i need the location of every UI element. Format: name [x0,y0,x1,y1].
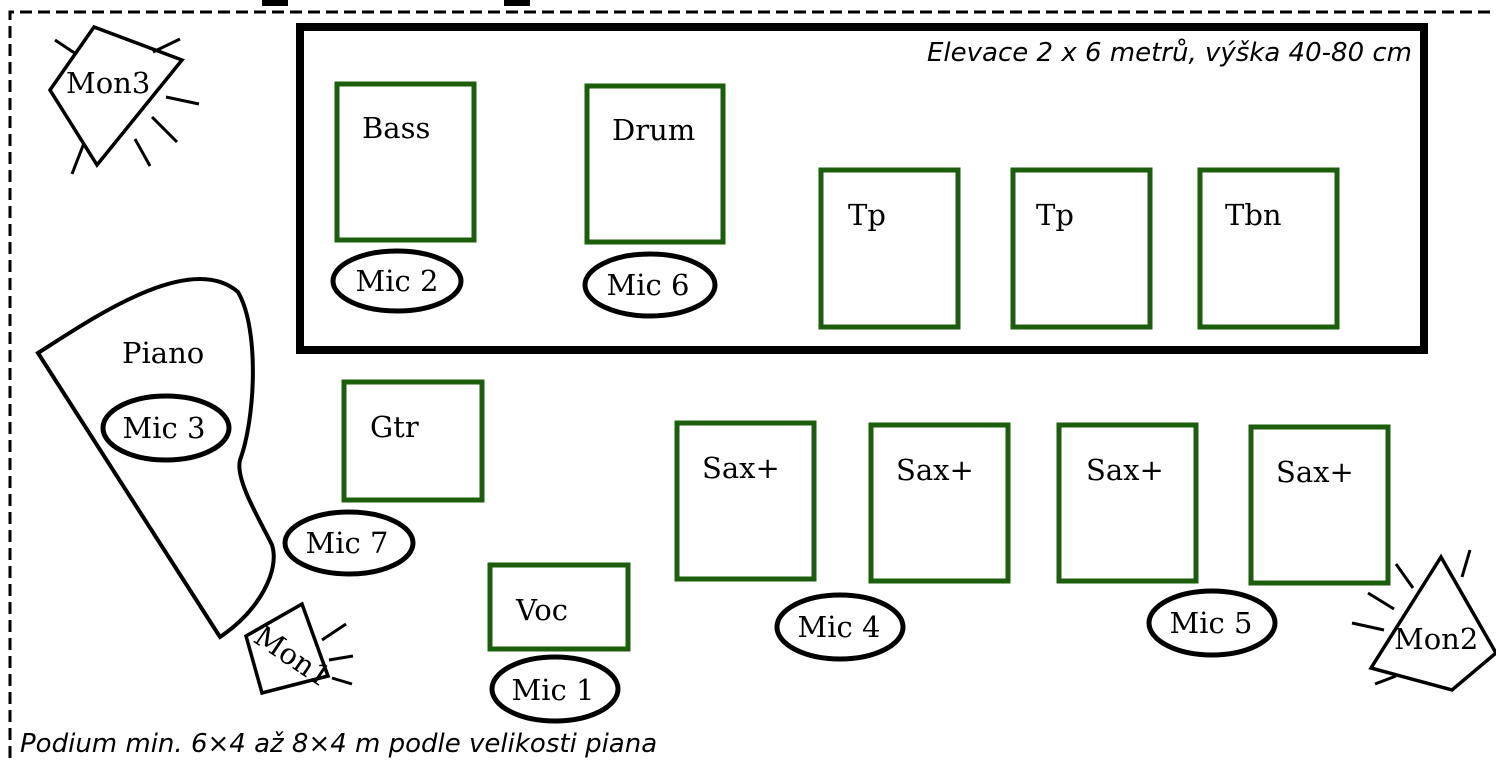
mic-3-label: Mic 3 [123,411,206,445]
mic-4-label: Mic 4 [798,610,881,644]
mic-1 [489,654,621,724]
trumpet-2-position [1010,167,1153,330]
mic-1-label: Mic 1 [512,673,595,707]
mic-7 [282,509,416,577]
drum-position [584,83,726,245]
drum-label: Drum [612,113,695,147]
sax-1-position [674,420,817,582]
trumpet-2-label: Tp [1036,198,1074,232]
sax-3-label: Sax+ [1086,453,1164,487]
sax-4-position [1248,424,1391,586]
mic-5 [1146,588,1278,658]
bass-position [334,81,477,243]
bass-label: Bass [362,111,430,145]
mic-3 [100,393,232,463]
riser-caption: Elevace 2 x 6 metrů, výška 40-80 cm [927,37,1412,68]
monitor-2-label: Mon2 [1394,622,1478,656]
stage-border [8,10,1494,758]
trombone-position [1197,167,1340,330]
guitar-label: Gtr [370,410,419,444]
mic-5-label: Mic 5 [1170,606,1253,640]
top-fragment-right [504,0,530,6]
monitor-2: Mon2 [1351,549,1496,692]
sax-1-label: Sax+ [702,451,780,485]
trumpet-1-position [818,167,961,330]
sax-4-label: Sax+ [1276,455,1354,489]
stage-caption: Podium min. 6×4 až 8×4 m podle velikosti… [20,729,657,759]
sax-2-position [868,422,1011,584]
trumpet-1-label: Tp [848,198,886,232]
top-fragment-left [262,0,288,6]
monitor-3: Mon3 [47,24,200,175]
piano-label: Piano [122,336,204,370]
vocals-position [487,562,631,652]
riser [296,23,1428,354]
guitar-position [341,379,485,503]
monitor-1: Mon1 [243,601,354,696]
mic-6 [582,251,718,319]
sax-2-label: Sax+ [896,453,974,487]
mic-2-label: Mic 2 [356,264,439,298]
trombone-label: Tbn [1225,198,1282,232]
mic-4 [774,592,906,662]
mic-7-label: Mic 7 [306,526,389,560]
mic-6-label: Mic 6 [607,268,690,302]
monitor-3-label: Mon3 [66,66,150,100]
mic-2 [330,248,464,314]
sax-3-position [1056,422,1199,584]
vocals-label: Voc [515,593,568,627]
